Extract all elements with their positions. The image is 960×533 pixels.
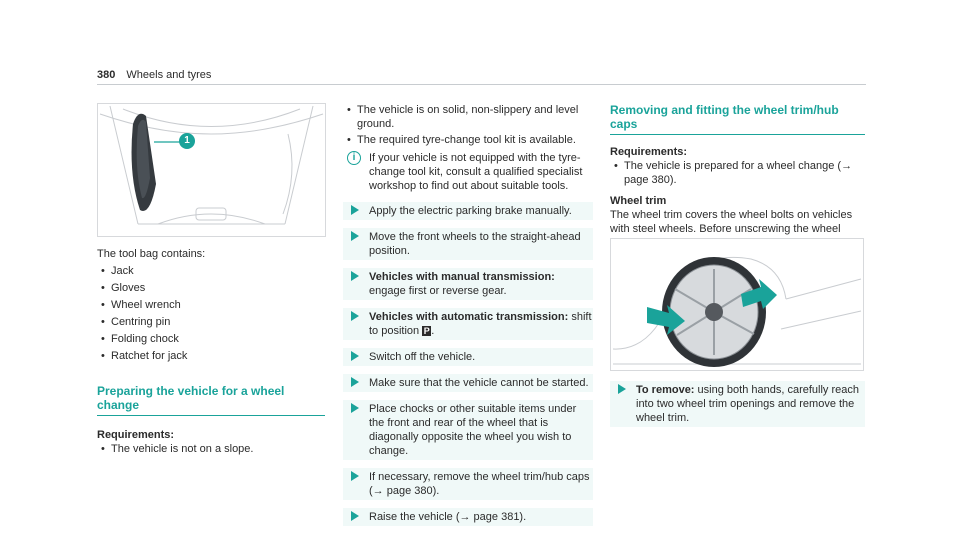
step-arrow-icon [351, 311, 359, 321]
info-icon: i [347, 151, 361, 165]
step-label: To remove: [636, 384, 695, 396]
header-rule [97, 84, 866, 85]
step-text: If necessary, remove the wheel trim/hub … [369, 471, 590, 483]
step-arrow-icon [618, 384, 626, 394]
wheel-illustration [612, 256, 862, 367]
step: If necessary, remove the wheel trim/hub … [343, 468, 593, 500]
step: Vehicles with automatic transmission: sh… [343, 308, 593, 340]
section-heading: Preparing the vehicle for a wheel change [97, 384, 325, 416]
step-text: Apply the electric parking brake manuall… [369, 205, 572, 217]
step-text: shift to position [369, 311, 592, 337]
column-3-step: To remove: using both hands, carefully r… [610, 381, 865, 427]
step-arrow-icon [351, 205, 359, 215]
note-text: If your vehicle is not equipped with the… [369, 152, 583, 192]
step-arrow-icon [351, 231, 359, 241]
subheading: Wheel trim [610, 195, 667, 207]
requirements-label: Requirements: [610, 146, 688, 158]
step: Apply the electric parking brake manuall… [343, 202, 593, 220]
requirements-label: Requirements: [97, 429, 175, 441]
tool-list: Jack Gloves Wheel wrench Centring pin Fo… [97, 264, 325, 363]
page-link[interactable]: → page 381). [459, 511, 527, 523]
step-text: engage first or reverse gear. [369, 285, 507, 297]
step-text: Place chocks or other suitable items und… [369, 403, 577, 457]
page-link[interactable]: (→ page 380). [369, 485, 440, 497]
step-arrow-icon [351, 403, 359, 413]
step-text: Make sure that the vehicle cannot be sta… [369, 377, 589, 389]
info-note: i If your vehicle is not equipped with t… [343, 151, 593, 193]
step: Raise the vehicle (→ page 381). [343, 508, 593, 526]
step-text: Move the front wheels to the straight-ah… [369, 231, 581, 257]
intro-text: The tool bag contains: [97, 248, 206, 260]
step-arrow-icon [351, 471, 359, 481]
step-label: Vehicles with automatic transmission: [369, 311, 569, 323]
column-1: The tool bag contains: Jack Gloves Wheel… [97, 247, 325, 456]
step-arrow-icon [351, 377, 359, 387]
section-heading: Removing and fitting the wheel trim/hub … [610, 103, 865, 135]
step: Make sure that the vehicle cannot be sta… [343, 374, 593, 392]
step-text: Raise the vehicle ( [369, 511, 460, 523]
page-number: 380 [97, 69, 116, 81]
step-label: Vehicles with manual transmission: [369, 271, 555, 283]
step: Move the front wheels to the straight-ah… [343, 228, 593, 260]
list-item: The vehicle is prepared for a wheel chan… [610, 159, 865, 187]
list-item: Wheel wrench [97, 298, 325, 312]
requirements-list: The vehicle is not on a slope. [97, 442, 325, 456]
column-3: Removing and fitting the wheel trim/hub … [610, 103, 865, 250]
wheel-trim-image [610, 238, 864, 371]
list-item: Gloves [97, 281, 325, 295]
step-arrow-icon [351, 351, 359, 361]
list-item: Folding chock [97, 332, 325, 346]
list-item: Ratchet for jack [97, 349, 325, 363]
step-text: Switch off the vehicle. [369, 351, 476, 363]
tool-bag-image: 1 [97, 103, 326, 237]
step: Vehicles with manual transmission: engag… [343, 268, 593, 300]
list-item: Jack [97, 264, 325, 278]
step: To remove: using both hands, carefully r… [610, 381, 865, 427]
callout-badge: 1 [179, 133, 195, 149]
park-position-icon: P [422, 326, 432, 336]
requirements-list: The vehicle is prepared for a wheel chan… [610, 159, 865, 187]
trunk-illustration [99, 105, 324, 225]
column-2: The vehicle is on solid, non-slippery an… [343, 103, 593, 526]
section-title: Wheels and tyres [126, 69, 212, 81]
step-arrow-icon [351, 511, 359, 521]
list-item: The vehicle is on solid, non-slippery an… [343, 103, 593, 131]
step-text: using both hands, carefully reach into t… [636, 384, 859, 424]
step: Switch off the vehicle. [343, 348, 593, 366]
page-header: 380 Wheels and tyres [97, 68, 211, 82]
step: Place chocks or other suitable items und… [343, 400, 593, 460]
condition-list: The vehicle is on solid, non-slippery an… [343, 103, 593, 147]
step-arrow-icon [351, 271, 359, 281]
list-item: The required tyre-change tool kit is ava… [343, 133, 593, 147]
list-item: The vehicle is not on a slope. [97, 442, 325, 456]
list-item: Centring pin [97, 315, 325, 329]
